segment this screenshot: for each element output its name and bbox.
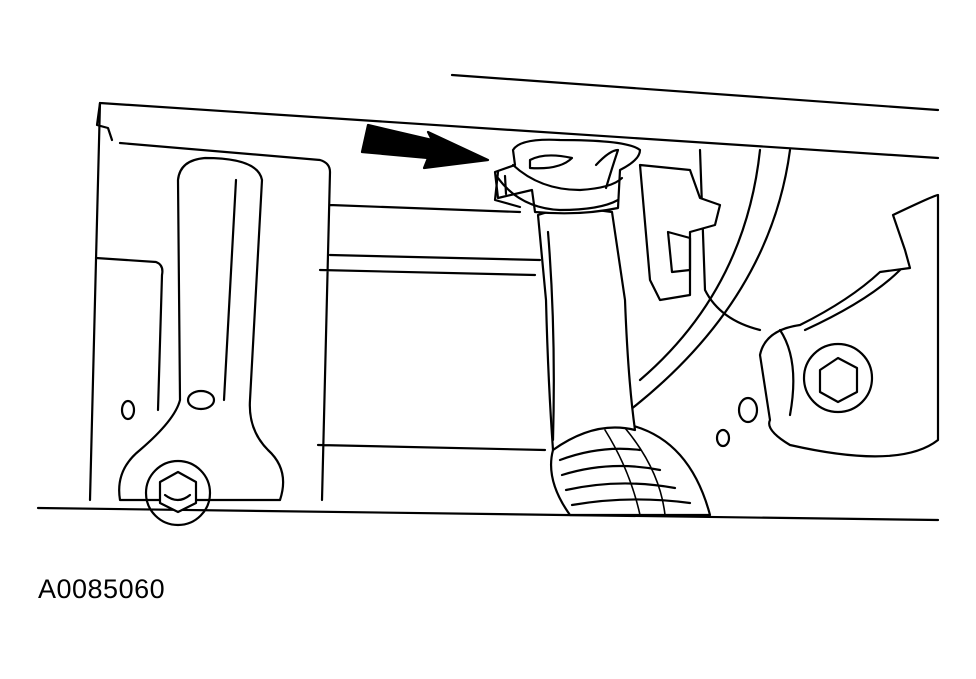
right-mount-bracket: [758, 193, 940, 458]
hose-highlight: [546, 230, 555, 442]
right-mount-inner-edge: [778, 268, 902, 417]
main-panel-outline: [95, 101, 940, 160]
bracket-hole-lower: [120, 399, 136, 421]
clamp-band-upper: [511, 163, 624, 192]
corrugation-ring-3: [564, 482, 677, 492]
corrugation-ring-4: [570, 498, 692, 507]
clamp-tab-right: [594, 148, 620, 190]
corrugation-ring-1: [558, 447, 642, 462]
hose-clip-bracket: [638, 163, 722, 302]
right-bolt-washer: [802, 342, 874, 414]
clamp-ear: [528, 154, 574, 170]
bracket-bolt-shade: [163, 493, 192, 502]
bracket-bolt-ring: [144, 459, 212, 527]
figure-id-label: A0085060: [38, 574, 166, 604]
right-bolt-head: [818, 356, 859, 404]
mounting-bracket-arm: [118, 156, 285, 502]
recessed-frame: [94, 141, 547, 502]
bracket-arm-inner-edge: [222, 178, 238, 402]
corrugation-shade: [604, 427, 666, 516]
right-panel-curve: [558, 148, 792, 447]
right-mount-hole-small: [715, 428, 731, 448]
bracket-bolt-head: [158, 470, 198, 514]
clamp-band-lower: [496, 176, 620, 212]
upper-panel-edge: [450, 73, 940, 112]
clamp-tab-left: [493, 170, 522, 209]
bracket-hole-upper: [186, 389, 216, 411]
arrow-icon: [360, 123, 490, 170]
bottom-edge-line: [36, 506, 940, 522]
hose-clip-slot: [666, 230, 692, 274]
right-panel-vertical: [698, 148, 762, 332]
corrugation-ring-2: [560, 464, 662, 477]
left-panel-edge: [88, 101, 102, 502]
right-mount-hole: [737, 396, 759, 424]
